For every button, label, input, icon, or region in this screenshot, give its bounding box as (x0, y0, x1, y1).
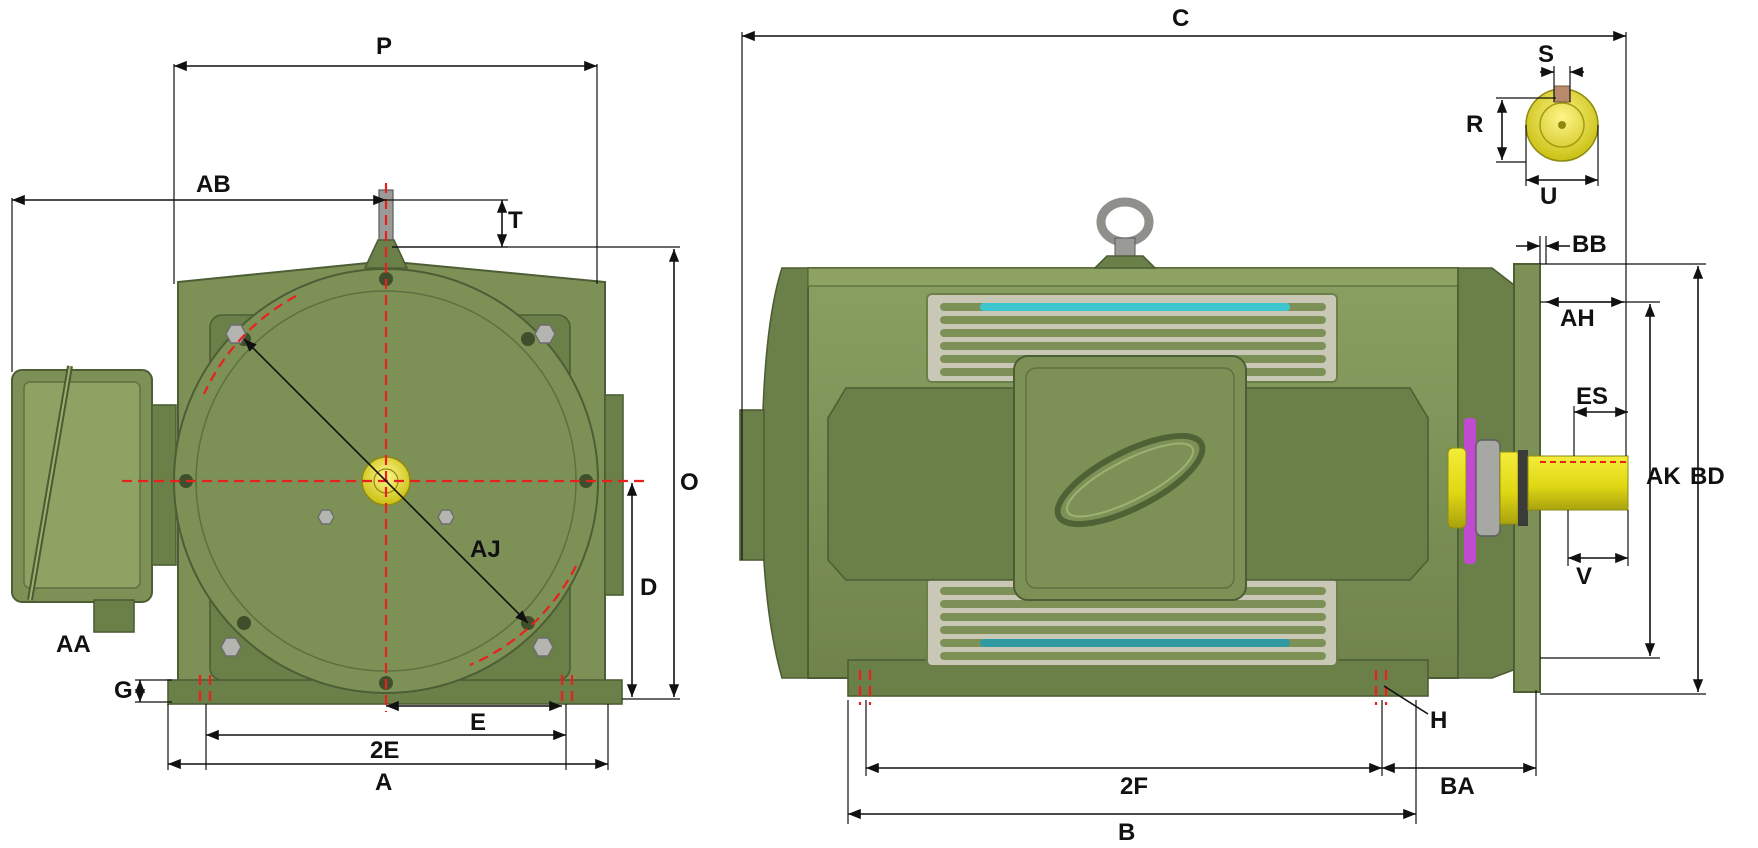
label-O: O (680, 469, 699, 496)
label-P: P (376, 33, 392, 60)
label-S: S (1538, 41, 1554, 68)
label-AJ: AJ (470, 536, 501, 563)
label-V: V (1576, 563, 1592, 590)
label-T: T (508, 207, 523, 234)
label-BA: BA (1440, 773, 1475, 800)
side-view: C S R U BB AH ES AK BD V H 2F BA B (739, 5, 1725, 846)
eyebolt-icon (1093, 197, 1157, 269)
label-A: A (375, 769, 392, 796)
label-ES: ES (1576, 383, 1608, 410)
label-H: H (1430, 707, 1447, 734)
label-2F: 2F (1120, 773, 1148, 800)
label-C: C (1172, 5, 1189, 32)
label-AK: AK (1646, 463, 1681, 490)
label-BB: BB (1572, 231, 1607, 258)
label-G: G (114, 677, 133, 704)
label-R: R (1466, 111, 1483, 138)
label-2E: 2E (370, 737, 399, 764)
shaft-assembly (1447, 418, 1629, 564)
label-B: B (1118, 819, 1135, 846)
label-AA: AA (56, 631, 91, 658)
label-E: E (470, 709, 486, 736)
end-view: P AB T O AJ D AA G E 2E A (11, 33, 699, 796)
label-BD: BD (1690, 463, 1725, 490)
oval-emblem-icon (1054, 432, 1206, 528)
label-AB: AB (196, 171, 231, 198)
label-AH: AH (1560, 305, 1595, 332)
shaft-end-icon (1525, 85, 1599, 162)
terminal-box-icon (11, 365, 177, 633)
label-U: U (1540, 183, 1557, 210)
label-D: D (640, 574, 657, 601)
